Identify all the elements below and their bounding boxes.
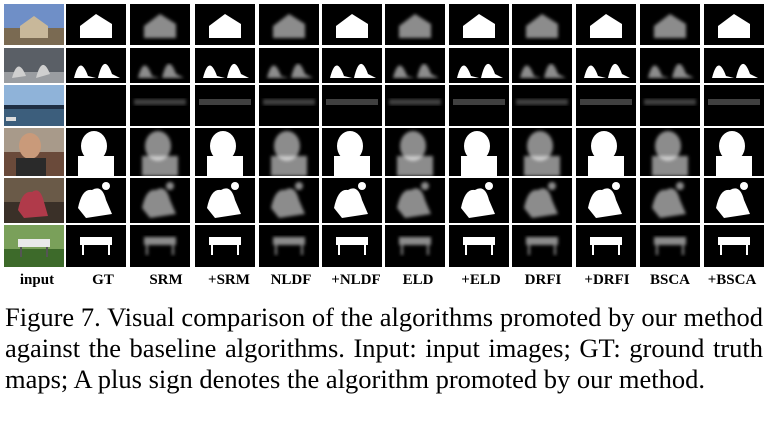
saliency-map	[322, 178, 382, 223]
column-label: input	[19, 272, 55, 288]
saliency-map	[130, 85, 190, 126]
figure-row	[4, 48, 765, 83]
saliency-map	[322, 225, 382, 267]
column-label: GT	[92, 272, 114, 288]
saliency-map	[385, 128, 445, 176]
saliency-map	[449, 4, 509, 45]
saliency-map	[385, 85, 445, 126]
saliency-map	[130, 4, 190, 45]
saliency-map	[195, 4, 255, 45]
column-label: SRM	[149, 272, 183, 288]
column-label: +NLDF	[331, 272, 381, 288]
saliency-map	[322, 48, 382, 83]
input-image	[4, 85, 64, 126]
saliency-map	[640, 225, 700, 267]
saliency-map	[195, 48, 255, 83]
saliency-map	[704, 48, 764, 83]
saliency-map	[130, 48, 190, 83]
saliency-map	[512, 85, 572, 126]
saliency-map	[385, 48, 445, 83]
saliency-map	[640, 4, 700, 45]
saliency-map	[66, 4, 126, 45]
column-label: +BSCA	[707, 272, 757, 288]
saliency-map	[512, 4, 572, 45]
saliency-map	[576, 128, 636, 176]
saliency-map	[66, 128, 126, 176]
saliency-map	[322, 4, 382, 45]
saliency-map	[512, 225, 572, 267]
saliency-map	[130, 128, 190, 176]
saliency-map	[640, 85, 700, 126]
saliency-map	[259, 225, 319, 267]
saliency-map	[640, 128, 700, 176]
figure-row	[4, 128, 765, 176]
saliency-map	[385, 178, 445, 223]
saliency-map	[259, 178, 319, 223]
saliency-map	[385, 225, 445, 267]
saliency-map	[576, 85, 636, 126]
saliency-map	[576, 178, 636, 223]
saliency-map	[66, 48, 126, 83]
saliency-map	[704, 225, 764, 267]
figure-row	[4, 178, 765, 223]
column-label: ELD	[402, 272, 434, 288]
column-label: +SRM	[208, 272, 250, 288]
saliency-map	[195, 178, 255, 223]
saliency-map	[576, 48, 636, 83]
saliency-map	[704, 85, 764, 126]
saliency-map	[322, 128, 382, 176]
saliency-map	[704, 128, 764, 176]
column-labels: input GT SRM +SRM NLDF +NLDF ELD +ELD DRFI +DRFI B…	[4, 272, 765, 292]
input-image	[4, 4, 64, 45]
saliency-map	[195, 128, 255, 176]
saliency-map	[512, 128, 572, 176]
saliency-map	[130, 178, 190, 223]
saliency-map	[259, 48, 319, 83]
saliency-map	[449, 178, 509, 223]
saliency-map	[322, 85, 382, 126]
figure-row	[4, 225, 765, 267]
input-image	[4, 178, 64, 223]
saliency-map	[385, 4, 445, 45]
column-label: +ELD	[461, 272, 501, 288]
figure-row	[4, 4, 765, 45]
figure-row	[4, 85, 765, 126]
column-label: DRFI	[524, 272, 562, 288]
saliency-map	[259, 4, 319, 45]
saliency-map	[130, 225, 190, 267]
saliency-map	[449, 225, 509, 267]
saliency-map	[640, 48, 700, 83]
saliency-map	[449, 128, 509, 176]
saliency-map	[259, 85, 319, 126]
saliency-map	[512, 48, 572, 83]
saliency-map	[512, 178, 572, 223]
saliency-map	[66, 178, 126, 223]
saliency-map	[640, 178, 700, 223]
column-label: BSCA	[649, 272, 690, 288]
saliency-map	[449, 85, 509, 126]
column-label: NLDF	[270, 272, 312, 288]
saliency-map	[449, 48, 509, 83]
saliency-map	[195, 225, 255, 267]
saliency-map	[66, 225, 126, 267]
figure-caption: Figure 7. Visual comparison of the algor…	[5, 302, 763, 394]
column-label: +DRFI	[584, 272, 630, 288]
saliency-map	[576, 4, 636, 45]
saliency-map	[259, 128, 319, 176]
saliency-map	[195, 85, 255, 126]
saliency-map	[704, 4, 764, 45]
input-image	[4, 225, 64, 267]
input-image	[4, 48, 64, 83]
saliency-map	[66, 85, 126, 126]
saliency-map	[576, 225, 636, 267]
input-image	[4, 128, 64, 176]
saliency-map	[704, 178, 764, 223]
